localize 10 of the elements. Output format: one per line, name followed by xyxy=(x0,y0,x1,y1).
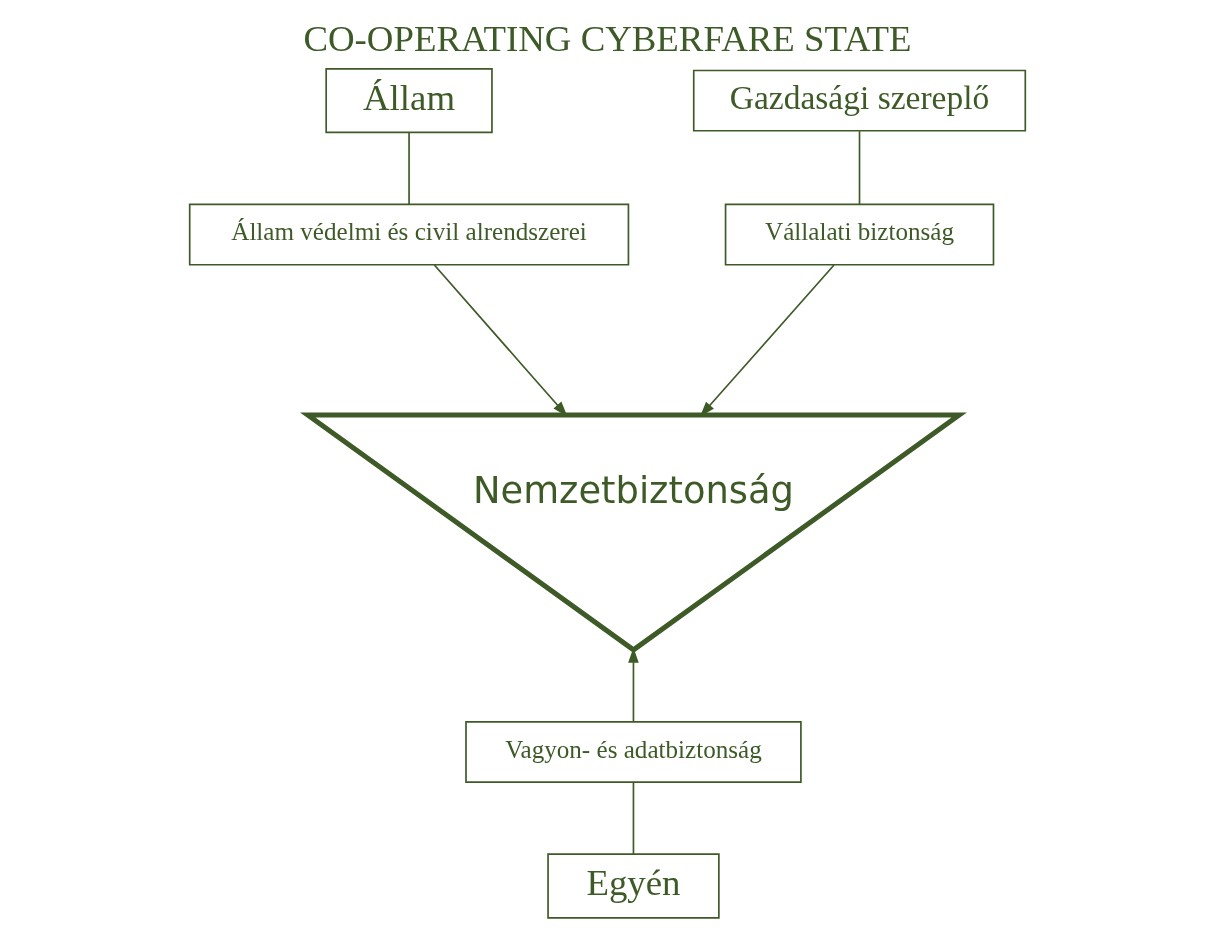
node-box: Gazdasági szereplő xyxy=(692,69,1027,132)
connector xyxy=(632,781,635,855)
node-box: Állam xyxy=(325,67,493,134)
diagram-title: CO-OPERATING CYBERFARE STATE xyxy=(303,18,912,60)
connector xyxy=(408,131,410,205)
node-box: Állam védelmi és civil alrendszerei xyxy=(188,203,630,266)
node-box: Vagyon- és adatbiztonság xyxy=(465,721,802,783)
node-box: Egyén xyxy=(547,853,720,919)
connector xyxy=(858,130,861,205)
node-box: Vállalati biztonság xyxy=(724,203,995,266)
